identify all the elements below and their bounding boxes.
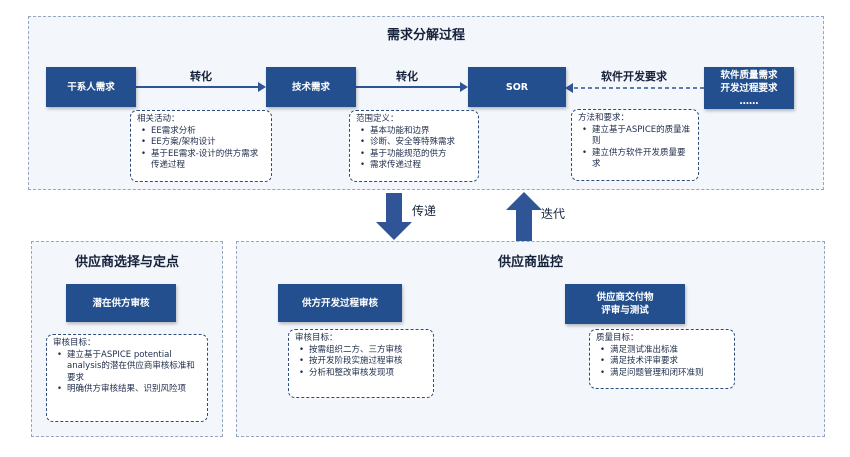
panel-title: 供应商选择与定点 (74, 255, 179, 270)
methods-requirements-note: 方法和要求： 建立基于ASPICE的质量准则 建立供方软件开发质量要求 (571, 109, 699, 181)
note-title: 相关活动： (137, 114, 180, 124)
note-title: 审核目标： (295, 333, 338, 343)
note-title: 质量目标： (596, 333, 639, 343)
panel-title: 供应商监控 (497, 255, 563, 270)
note-item: 明确供方审核结果、识别风险项 (53, 384, 201, 396)
note-item: 基于EE需求-设计的供方需求传递过程 (137, 149, 265, 172)
supplier-dev-process-audit-box: 供方开发过程审核 (278, 284, 402, 322)
iterate-up-arrow (506, 192, 542, 241)
note-title: 审核目标： (53, 338, 96, 348)
note-item: 按需组织二方、三方审核 (295, 345, 427, 357)
box-label: 干系人需求 (67, 81, 115, 93)
pass-down-label: 传递 (412, 204, 437, 218)
box-label: 供方开发过程审核 (301, 297, 378, 309)
note-item: 诊断、安全等特殊需求 (356, 137, 472, 149)
note-item: 建立基于ASPICE potential analysis的潜在供应商审核标准和… (53, 350, 201, 385)
convert-arrow-2-head (460, 82, 468, 92)
note-item: EE方案/架构设计 (137, 137, 265, 149)
box-label: 潜在供方审核 (92, 297, 150, 309)
software-dev-req-arrow-head (565, 83, 573, 93)
note-title: 范围定义： (356, 114, 399, 124)
note-item: 满足技术评审要求 (596, 356, 728, 368)
supplier-deliverables-review-box: 供应商交付物 评审与测试 (565, 284, 685, 324)
box-label: SOR (505, 81, 529, 93)
related-activities-note: 相关活动： EE需求分析 EE方案/架构设计 基于EE需求-设计的供方需求传递过… (130, 110, 272, 182)
note-item: 满足问题管理和闭环准则 (596, 368, 728, 380)
convert-label-1: 转化 (190, 70, 212, 83)
technical-requirements-box: 技术需求 (266, 67, 356, 107)
box-line: …… (739, 95, 759, 107)
software-dev-req-label: 软件开发要求 (601, 70, 667, 83)
box-label: 技术需求 (291, 81, 330, 93)
supplier-audit-goals-note: 审核目标： 按需组织二方、三方审核 按开发阶段实施过程审核 分析和整改审核发现项 (288, 329, 434, 398)
panel-title: 需求分解过程 (386, 28, 465, 43)
note-item: EE需求分析 (137, 126, 265, 138)
box-line: 供应商交付物 (596, 292, 654, 303)
note-item: 需求传递过程 (356, 160, 472, 172)
stakeholder-requirements-box: 干系人需求 (46, 67, 136, 107)
note-title: 方法和要求： (578, 113, 630, 123)
note-item: 基于功能规范的供方 (356, 149, 472, 161)
sor-box: SOR (468, 67, 566, 107)
note-item: 分析和整改审核发现项 (295, 368, 427, 380)
quality-goals-note: 质量目标： 满足测试准出标准 满足技术评审要求 满足问题管理和闭环准则 (589, 329, 735, 389)
software-quality-box: 软件质量需求 开发过程要求 …… (704, 67, 794, 109)
pass-down-arrow (376, 193, 412, 240)
iterate-up-label: 迭代 (541, 207, 566, 221)
convert-label-2: 转化 (396, 70, 418, 83)
note-item: 建立基于ASPICE的质量准则 (578, 125, 692, 148)
audit-goals-note: 审核目标： 建立基于ASPICE potential analysis的潜在供应… (46, 334, 208, 422)
potential-supplier-audit-box: 潜在供方审核 (66, 284, 176, 322)
box-line: 开发过程要求 (720, 82, 778, 94)
note-item: 按开发阶段实施过程审核 (295, 356, 427, 368)
note-item: 满足测试准出标准 (596, 345, 728, 357)
note-item: 基本功能和边界 (356, 126, 472, 138)
convert-arrow-1-head (258, 82, 266, 92)
scope-definition-note: 范围定义： 基本功能和边界 诊断、安全等特殊需求 基于功能规范的供方 需求传递过… (349, 110, 479, 182)
box-line: 软件质量需求 (720, 69, 778, 81)
box-line: 评审与测试 (601, 305, 649, 316)
note-item: 建立供方软件开发质量要求 (578, 148, 692, 171)
